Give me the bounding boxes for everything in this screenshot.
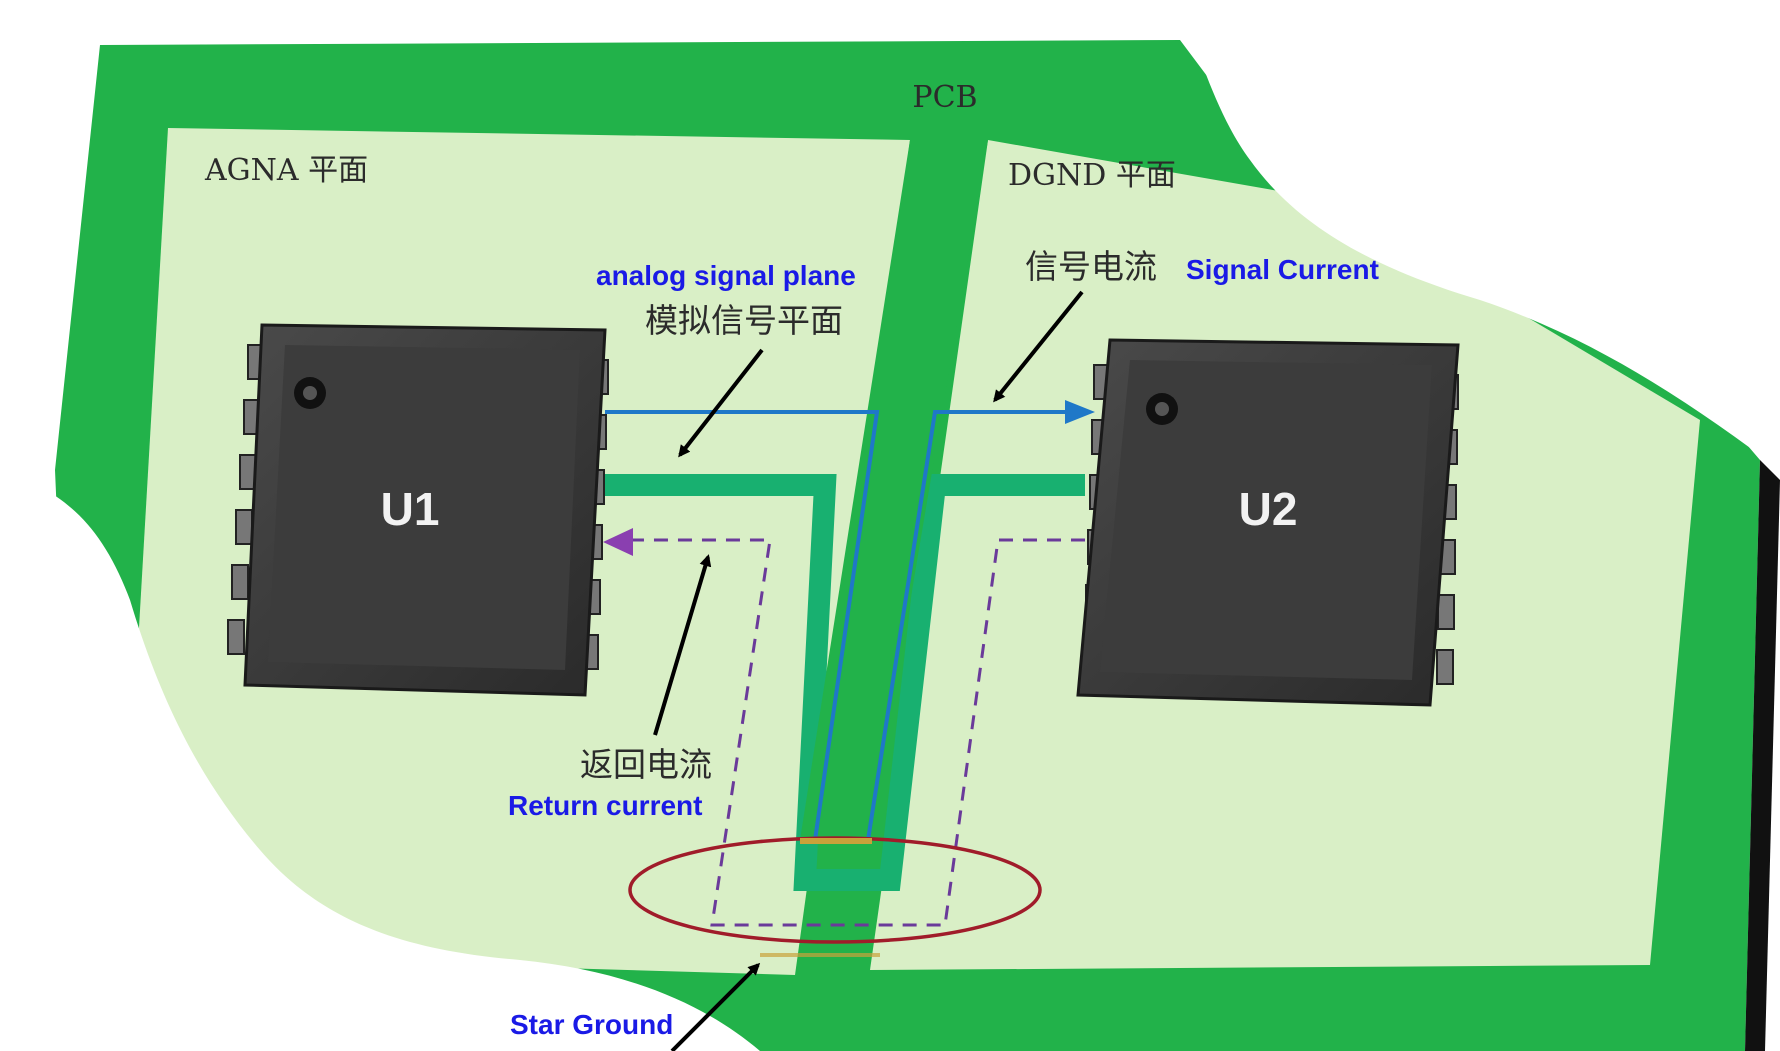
star-ground-bridge (800, 838, 872, 844)
u1-label: U1 (381, 483, 440, 535)
agnd-plane-label: AGNA 平面 (204, 153, 368, 188)
pcb-label: PCB (912, 80, 977, 115)
pointer-return-current (653, 554, 712, 736)
agnd-ground-trace (605, 474, 1085, 891)
chip-u2 (1076, 338, 1460, 707)
dgnd-plane-label: DGND 平面 (1008, 158, 1176, 193)
pcb-center-strip (800, 140, 988, 840)
return-current-en: Return current (508, 790, 702, 821)
signal-current-en: Signal Current (1186, 254, 1379, 285)
chip-u1 (227, 323, 609, 697)
white-torn-top-right (1180, 0, 1780, 470)
white-torn-left (0, 470, 760, 1051)
star-ground-en: Star Ground (510, 1009, 673, 1040)
pointer-signal-current (993, 290, 1084, 403)
pointer-star-ground (670, 962, 761, 1051)
analog-signal-plane-zh: 模拟信号平面 (645, 301, 843, 340)
pointer-analog-plane (678, 348, 764, 458)
u1-left-pins (227, 344, 265, 655)
return-arrowhead (603, 528, 633, 556)
signal-arrowhead (1065, 400, 1095, 424)
u2-label: U2 (1239, 483, 1298, 535)
return-current-path (620, 538, 1085, 927)
return-current-zh: 返回电流 (580, 745, 712, 784)
star-ground-bridge-bottom (760, 953, 880, 957)
analog-signal-plane-en: analog signal plane (596, 260, 856, 291)
signal-current-zh: 信号电流 (1025, 247, 1157, 286)
pcb-board-edge (1745, 460, 1780, 1051)
